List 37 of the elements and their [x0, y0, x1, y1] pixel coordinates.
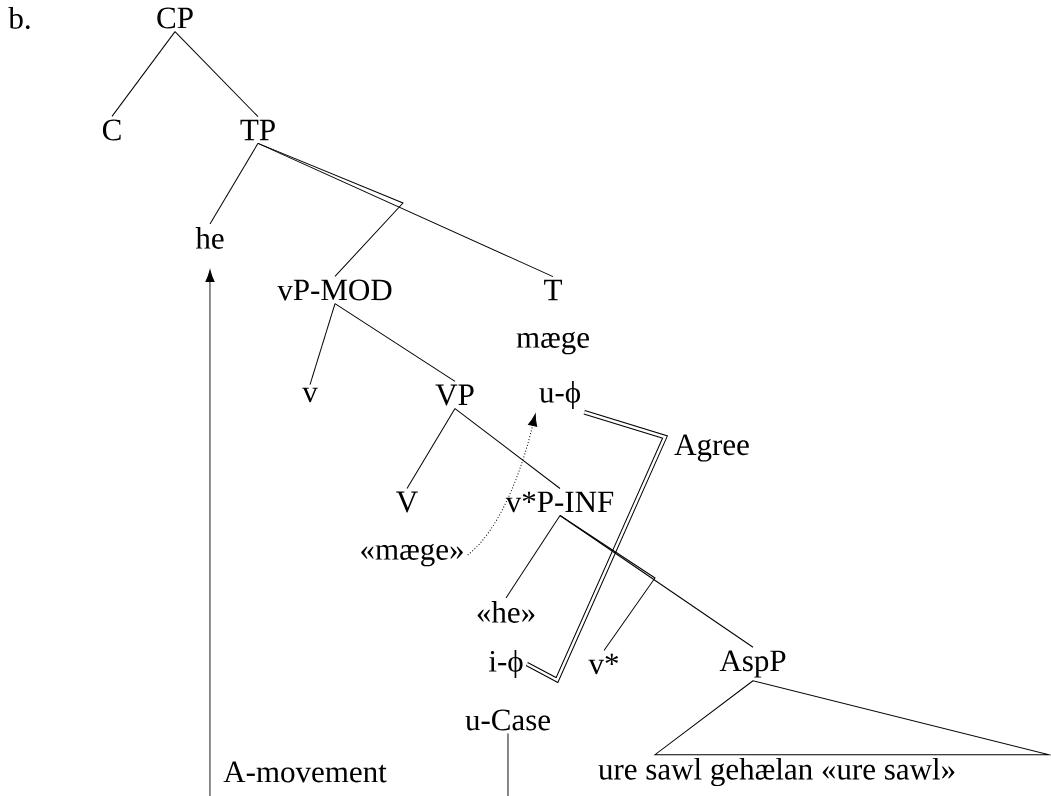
branch-line: [334, 303, 456, 382]
branch-line: [406, 408, 456, 489]
triangle: [654, 680, 1050, 756]
example-letter: b.: [8, 7, 30, 29]
branch-line: [559, 515, 754, 648]
tree-node-label: u-ϕ: [539, 380, 580, 410]
movement-line: [507, 733, 509, 796]
tree-node-label: v*: [588, 653, 619, 675]
tree-node-label: i-ϕ: [489, 649, 523, 679]
tree-node-label: T: [544, 279, 562, 301]
tree-node-label: CP: [157, 7, 193, 29]
branch-line: [209, 142, 259, 225]
branch-line: [111, 31, 176, 117]
tree-node-label: he: [195, 227, 224, 249]
tree-node-label: mæge: [516, 331, 589, 355]
tree-node-label: u-Case: [465, 709, 550, 731]
tree-node-label: VP: [435, 384, 474, 406]
movement-label: A-movement: [223, 761, 387, 783]
tree-node-label: ure sawl gehælan «ure sawl»: [598, 757, 955, 787]
edge-label: Agree: [672, 432, 752, 464]
tree-node-label: AspP: [719, 650, 786, 678]
agree-line: [525, 410, 669, 684]
tree-node-label: v*P-INF: [505, 491, 614, 513]
tree-node-label: TP: [240, 119, 275, 141]
branch-line: [454, 408, 561, 489]
arrow: [467, 413, 538, 556]
branch-line: [257, 142, 554, 278]
tree-node-label: «he»: [477, 601, 535, 623]
tree-node-label: «mæge»: [361, 543, 463, 567]
tree-node-label: C: [102, 119, 121, 141]
arrow: [205, 269, 215, 796]
branch-line: [309, 303, 336, 386]
branch-line: [174, 31, 259, 118]
branch-line: [505, 515, 561, 599]
tree-node-label: vP-MOD: [277, 279, 392, 301]
tree-node-label: V: [396, 491, 418, 513]
tree-node-label: v: [302, 387, 318, 403]
